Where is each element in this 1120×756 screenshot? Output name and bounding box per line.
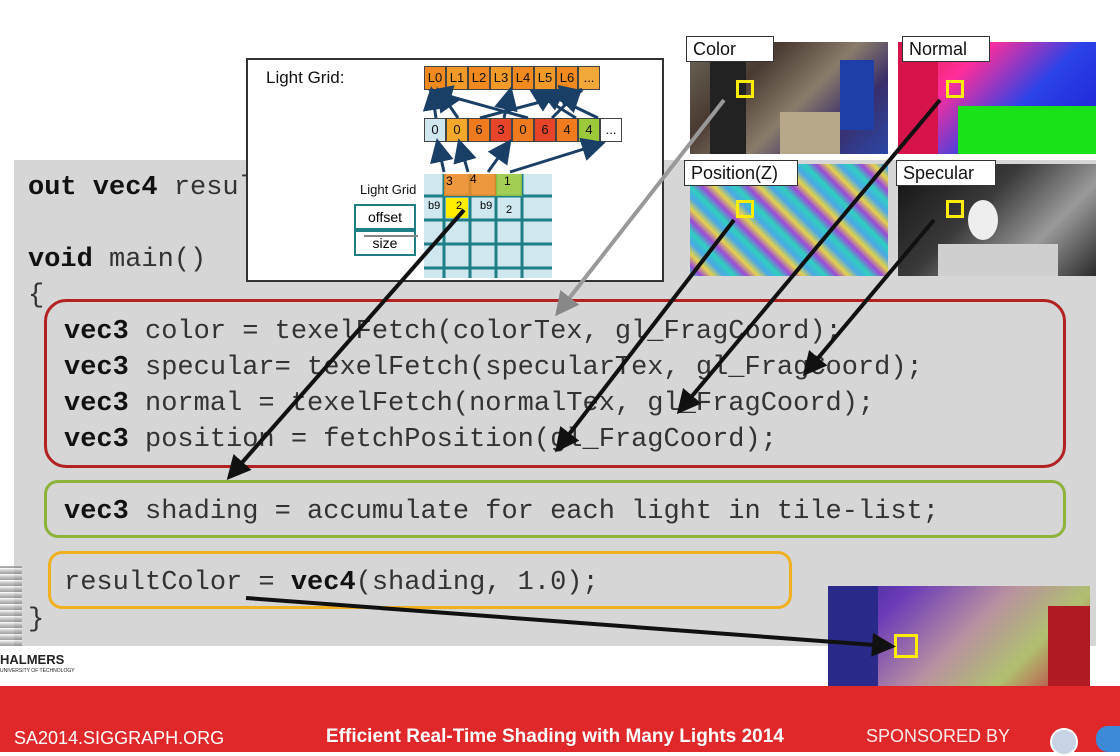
code-keyword: vec3 [64,425,129,455]
fetch-block-frame [44,299,1066,468]
tile-value: 4 [470,172,477,186]
code-text: color = texelFetch(colorTex, gl_FragCoor… [128,317,842,347]
position-sample-marker [736,200,754,218]
light-cell: L2 [468,66,490,90]
light-index-cell: ... [600,118,622,142]
light-index-cell: 0 [512,118,534,142]
tile-grid-lines [424,174,552,278]
light-index-cell: 0 [424,118,446,142]
offset-field: offset [354,204,416,230]
tile-grid-label: Light Grid [360,182,417,197]
light-index-cell: 4 [556,118,578,142]
code-line-normal: vec3 normal = texelFetch(normalTex, gl_F… [64,388,874,420]
shading-block-frame [44,480,1066,538]
specular-buffer-thumbnail [898,164,1096,276]
code-text: shading = accumulate for each light in t… [128,497,939,527]
code-line-position: vec3 position = fetchPosition(gl_FragCoo… [64,424,777,456]
color-label: Color [686,36,774,62]
footer-sponsored: SPONSORED BY [866,726,1011,746]
footer-site: SA2014.SIGGRAPH.ORG [14,728,225,748]
light-cell: L5 [534,66,556,90]
sponsor-logo-icon [1096,726,1120,752]
code-keyword: vec3 [64,497,129,527]
logo-subtitle: UNIVERSITY OF TECHNOLOGY [0,668,75,674]
code-line-shading: vec3 shading = accumulate for each light… [64,496,939,528]
tile-value: 2 [506,204,513,216]
tile-grid [424,174,552,278]
code-keyword: vec3 [64,317,129,347]
tile-value: b9 [480,200,493,212]
code-keyword: vec3 [64,389,129,419]
code-keyword: out vec4 [28,173,158,203]
code-close-brace: } [28,605,45,635]
logo-name: HALMERS [0,652,65,667]
tile-value: 2 [456,200,463,212]
code-line-main: void main() [28,244,206,276]
light-cell: L4 [512,66,534,90]
code-text: position = fetchPosition(gl_FragCoord); [128,425,777,455]
tile-value: b9 [428,200,441,212]
code-keyword: vec4 [290,568,356,598]
code-keyword: vec3 [64,353,129,383]
code-open-brace: { [28,281,45,311]
sponsor-logo-icon [1050,728,1078,756]
light-cell: L1 [446,66,468,90]
tile-value: 1 [504,174,511,188]
light-index-cell: 6 [534,118,556,142]
light-index-cell: 6 [468,118,490,142]
specular-label: Specular [896,160,996,186]
chalmers-logo-icon [0,566,22,646]
footer-bar: SA2014.SIGGRAPH.ORG Efficient Real-Time … [0,686,1120,756]
size-field: size [354,230,416,256]
color-sample-marker [736,80,754,98]
tile-value: 3 [446,174,453,188]
footer-title: Efficient Real-Time Shading with Many Li… [326,726,784,747]
grid-arrows [422,85,606,174]
normal-sample-marker [946,80,964,98]
light-cell: ... [578,66,600,90]
code-text: main() [92,245,207,275]
position-label: Position(Z) [684,160,798,186]
code-keyword: void [28,245,93,275]
normal-label: Normal [902,36,990,62]
light-grid-title: Light Grid: [266,68,345,87]
code-text: resultColor = [64,568,291,598]
light-cell: L6 [556,66,578,90]
code-line-color: vec3 color = texelFetch(colorTex, gl_Fra… [64,316,842,348]
result-block-frame [48,551,792,609]
specular-sample-marker [946,200,964,218]
code-line-result: resultColor = vec4(shading, 1.0); [64,567,599,599]
code-text: (shading, 1.0); [355,568,599,598]
